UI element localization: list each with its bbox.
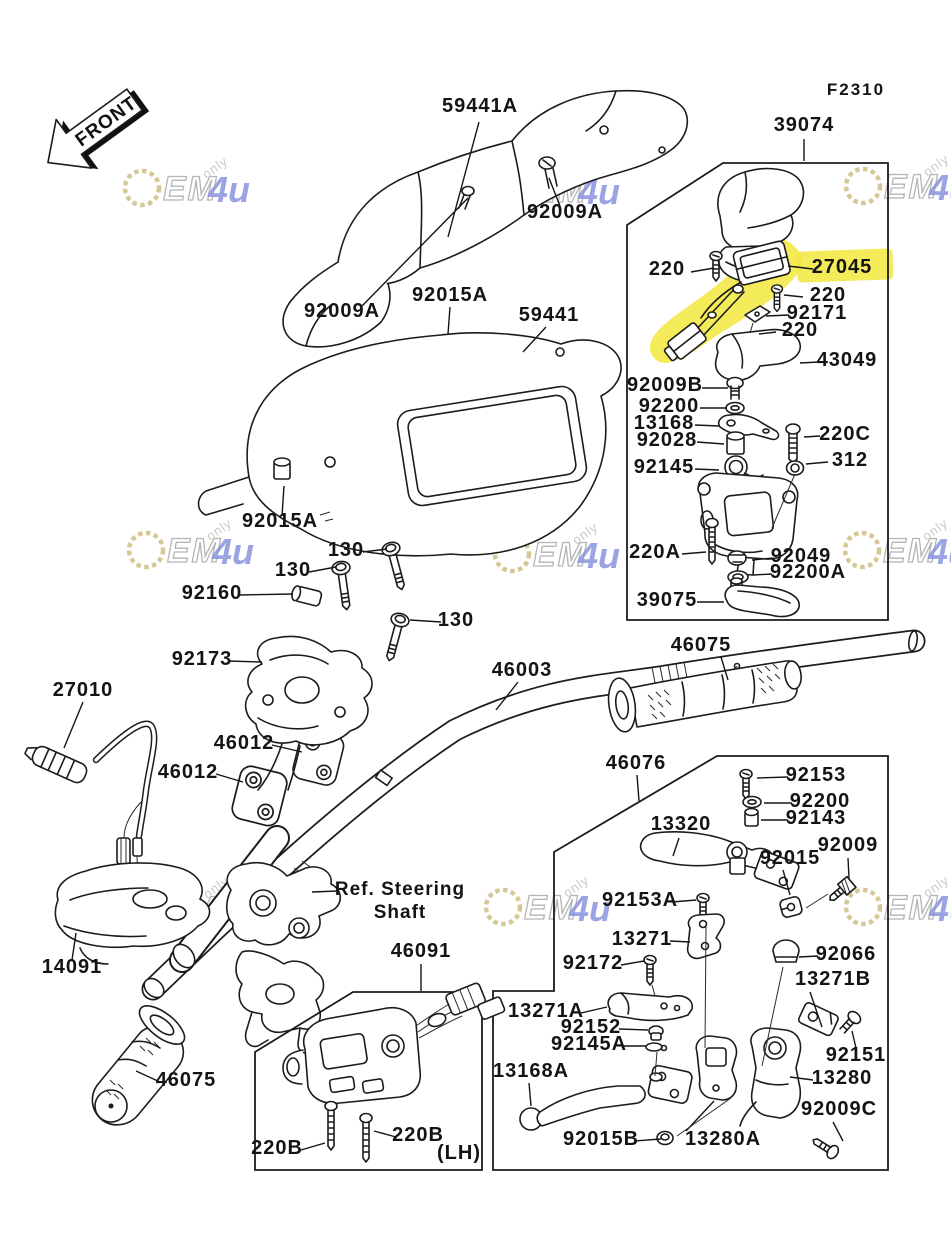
part-label-220-3: 220: [782, 319, 818, 341]
part-label-27010: 27010: [53, 679, 114, 701]
part-label-220B-2: 220B: [392, 1124, 444, 1146]
part-label-92009: 92009: [818, 834, 879, 856]
upper-cover-drawing: [282, 89, 688, 354]
part-label-39074: 39074: [774, 114, 835, 136]
part-label-92145A: 92145A: [551, 1033, 627, 1055]
part-label-92171: 92171: [787, 302, 848, 324]
part-label-92009C: 92009C: [801, 1098, 877, 1120]
part-label-220B-1: 220B: [251, 1137, 303, 1159]
part-label-92153A: 92153A: [602, 889, 678, 911]
part-label-13271: 13271: [612, 928, 673, 950]
part-label-92009B: 92009B: [627, 374, 703, 396]
choke-lever-27045-drawing: [732, 240, 791, 286]
part-label-92015A-2: 92015A: [242, 510, 318, 532]
part-label-92200-2: 92200: [790, 790, 851, 812]
part-label-39075: 39075: [637, 589, 698, 611]
part-label-13168A: 13168A: [493, 1060, 569, 1082]
figure-code: F2310: [827, 80, 885, 99]
left-grip-drawing: [91, 1005, 186, 1126]
throttle-case-drawing: [663, 167, 805, 618]
ref-steering-shaft-line1: Ref. Steering: [335, 879, 465, 900]
cable-switch-drawing: [24, 720, 158, 888]
part-label-130-2: 130: [275, 559, 311, 581]
ref-steering-shaft-line2: Shaft: [374, 902, 427, 923]
part-label-46012-1: 46012: [214, 732, 275, 754]
detail-box-39074: [626, 162, 889, 621]
part-label-92152: 92152: [561, 1016, 622, 1038]
part-label-13320: 13320: [651, 813, 712, 835]
part-label-46012-2: 46012: [158, 761, 219, 783]
right-grip-drawing: [607, 660, 802, 733]
part-label-92172: 92172: [563, 952, 624, 974]
detail-box-46076: [492, 755, 889, 1171]
part-label-220C: 220C: [819, 423, 871, 445]
part-label-92009A-1: 92009A: [527, 201, 603, 223]
part-label-220-2: 220: [810, 284, 846, 306]
part-label-43049: 43049: [817, 349, 878, 371]
part-label-312: 312: [832, 449, 868, 471]
part-label-92153: 92153: [786, 764, 847, 786]
part-label-27045-highlighted: 27045: [812, 256, 873, 278]
part-label-92049: 92049: [771, 545, 832, 567]
part-label-46075-2: 46075: [156, 1069, 217, 1091]
part-label-LH: (LH): [437, 1142, 481, 1164]
part-label-92143: 92143: [786, 807, 847, 829]
part-label-46075-1: 46075: [671, 634, 732, 656]
throttle-housing-drawing: [54, 862, 211, 965]
front-arrow-icon: FRONT: [47, 88, 150, 170]
part-labels: F2310 59441A 39074 92009A 220 27045 220 …: [42, 80, 887, 1164]
part-label-13271A: 13271A: [508, 1000, 584, 1022]
part-label-92015A-1: 92015A: [412, 284, 488, 306]
part-label-220A: 220A: [629, 541, 681, 563]
part-label-92015B: 92015B: [563, 1128, 639, 1150]
part-label-59441: 59441: [519, 304, 580, 326]
part-label-220-1: 220: [649, 258, 685, 280]
part-label-92009A-2: 92009A: [304, 300, 380, 322]
part-label-92145: 92145: [634, 456, 695, 478]
part-label-92173: 92173: [172, 648, 233, 670]
part-label-92151: 92151: [826, 1044, 887, 1066]
leader-lines: [63, 121, 857, 1151]
part-label-130-3: 130: [438, 609, 474, 631]
part-label-46091: 46091: [391, 940, 452, 962]
part-label-59441A: 59441A: [442, 95, 518, 117]
part-label-13280A: 13280A: [685, 1128, 761, 1150]
part-label-14091: 14091: [42, 956, 103, 978]
part-label-92066: 92066: [816, 943, 877, 965]
part-label-92200-1: 92200: [639, 395, 700, 417]
part-label-46003: 46003: [492, 659, 553, 681]
part-label-46076: 46076: [606, 752, 667, 774]
part-label-13271B: 13271B: [795, 968, 871, 990]
part-label-92028: 92028: [637, 429, 698, 451]
part-label-13280: 13280: [812, 1067, 873, 1089]
lh-switch-drawing: [282, 982, 506, 1163]
clamp-holder-drawing: [231, 539, 412, 827]
part-label-130-1: 130: [328, 539, 364, 561]
assembly-lines: [651, 322, 829, 1137]
part-label-92015: 92015: [760, 847, 821, 869]
part-label-13168: 13168: [634, 412, 695, 434]
part-label-92200A: 92200A: [770, 561, 846, 583]
lever-bracket-drawing: [519, 768, 862, 1160]
part-label-92160: 92160: [182, 582, 243, 604]
steering-shaft-drawing: [169, 825, 342, 1054]
